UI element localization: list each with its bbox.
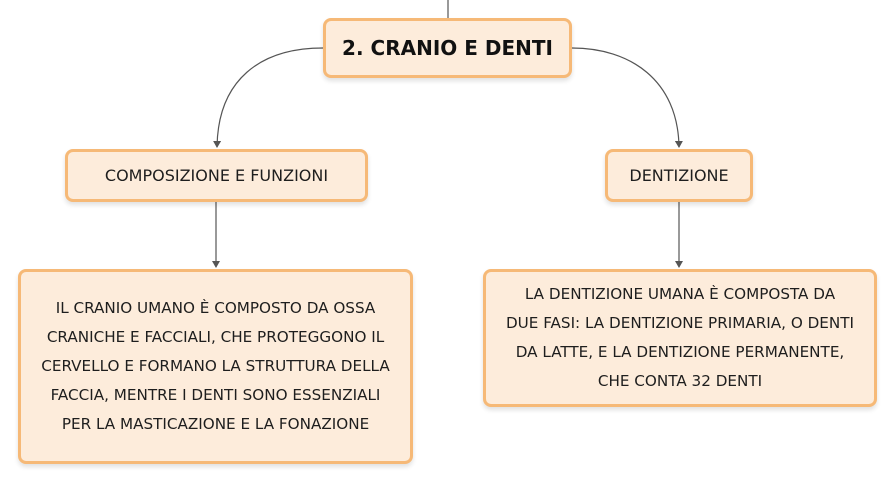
- detail-node-composizione[interactable]: IL CRANIO UMANO È COMPOSTO DA OSSA CRANI…: [18, 269, 413, 464]
- branch-node-composizione[interactable]: COMPOSIZIONE E FUNZIONI: [65, 149, 368, 202]
- detail-node-text: IL CRANIO UMANO È COMPOSTO DA OSSA CRANI…: [41, 299, 390, 433]
- branch-node-label: COMPOSIZIONE E FUNZIONI: [104, 166, 329, 185]
- connector-root-to-composizione: [213, 47, 324, 148]
- detail-node-text: LA DENTIZIONE UMANA È COMPOSTA DA DUE FA…: [505, 285, 855, 390]
- root-node[interactable]: 2. CRANIO E DENTI: [323, 18, 572, 78]
- branch-node-dentizione[interactable]: DENTIZIONE: [605, 149, 753, 202]
- detail-node-dentizione[interactable]: LA DENTIZIONE UMANA È COMPOSTA DA DUE FA…: [483, 269, 877, 407]
- root-node-label: 2. CRANIO E DENTI: [342, 36, 553, 60]
- branch-node-label: DENTIZIONE: [629, 166, 729, 185]
- connector-root-to-dentizione: [571, 47, 683, 148]
